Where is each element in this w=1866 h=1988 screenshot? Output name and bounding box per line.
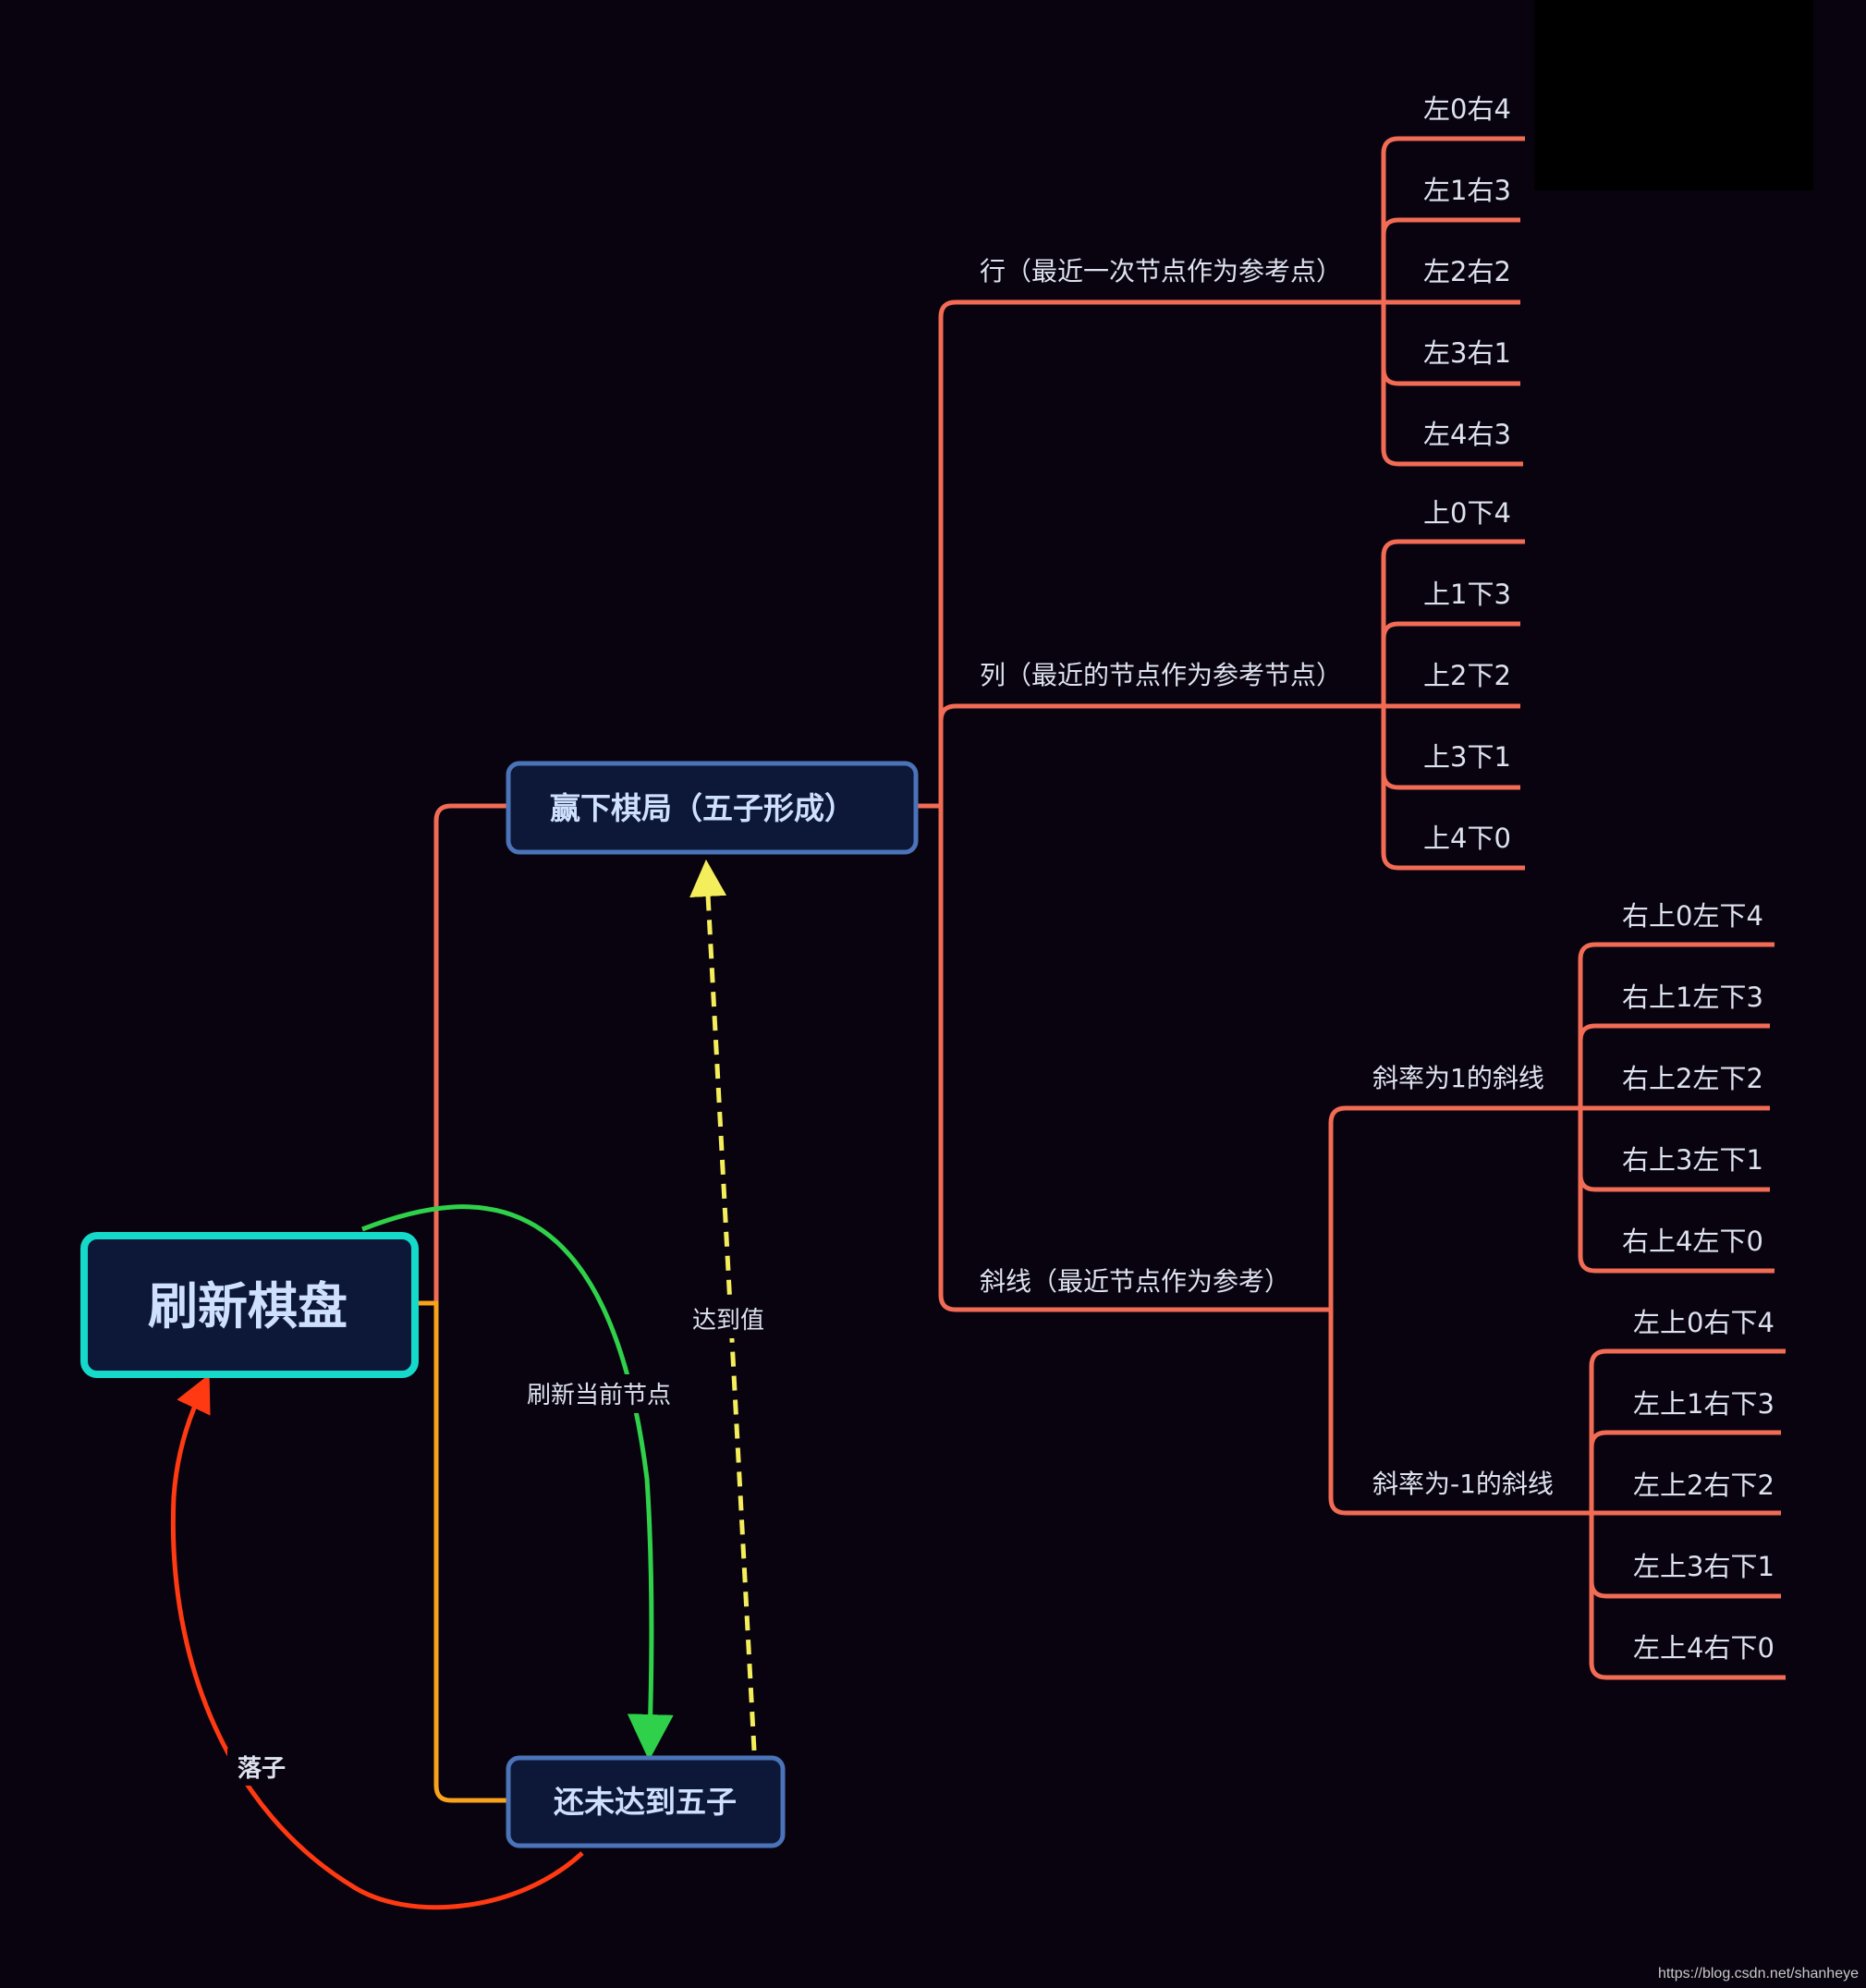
- branch-diag-label: 斜线（最近节点作为参考）: [980, 1266, 1290, 1297]
- connector-root-to-notyet: [413, 1300, 511, 1803]
- leaf-label: 左上4右下0: [1633, 1632, 1775, 1664]
- leaf-label: 左4右3: [1423, 419, 1511, 450]
- leaf-label: 上1下3: [1423, 579, 1511, 610]
- branch-col-label: 列（最近的节点作为参考节点）: [980, 660, 1342, 690]
- notyet-node[interactable]: 还未达到五子: [506, 1755, 786, 1848]
- connector-root-to-win: [413, 803, 511, 1306]
- arrow-labels: 刷新当前节点 达到值 落子: [227, 1299, 769, 1786]
- black-overlay-box: [1534, 0, 1813, 190]
- slope-pos-leaf-lines: [1578, 942, 1775, 1274]
- branch-slope-neg-label: 斜率为-1的斜线: [1372, 1469, 1554, 1499]
- connector-win-trunk: [938, 299, 1384, 1312]
- leaf-label: 左3右1: [1423, 337, 1511, 369]
- branch-slope-pos-label: 斜率为1的斜线: [1372, 1063, 1544, 1093]
- leaf-label: 右上1左下3: [1622, 982, 1763, 1013]
- win-node-label: 赢下棋局（五子形成）: [550, 790, 855, 826]
- leaf-label: 上4下0: [1423, 823, 1511, 854]
- leaf-label: 左1右3: [1423, 175, 1511, 206]
- connector-win-col: [938, 703, 1384, 722]
- leaf-label: 右上0左下4: [1622, 900, 1763, 932]
- diag-connectors: [1328, 1105, 1592, 1516]
- slope-pos-leaves: 右上0左下4 右上1左下3 右上2左下2 右上3左下1 右上4左下0: [1622, 900, 1763, 1257]
- notyet-node-label: 还未达到五子: [554, 1784, 737, 1820]
- leaf-label: 左上3右下1: [1633, 1551, 1775, 1582]
- slope-neg-leaf-lines: [1589, 1348, 1786, 1680]
- leaf-label: 左0右4: [1423, 93, 1511, 125]
- col-leaf-lines: [1381, 539, 1525, 871]
- slope-neg-leaves: 左上0右下4 左上1右下3 左上2右下2 左上3右下1 左上4右下0: [1633, 1307, 1775, 1664]
- leaf-label: 左上0右下4: [1633, 1307, 1775, 1338]
- root-node[interactable]: 刷新棋盘: [80, 1232, 419, 1378]
- col-leaves: 上0下4 上1下3 上2下2 上3下1 上4下0: [1423, 497, 1511, 854]
- leaf-label: 右上3左下1: [1622, 1144, 1763, 1176]
- win-connectors: [917, 299, 1384, 1312]
- leaf-label: 右上2左下2: [1622, 1063, 1763, 1094]
- branch-labels: 行（最近一次节点作为参考点） 列（最近的节点作为参考节点） 斜线（最近节点作为参…: [980, 256, 1554, 1499]
- row-leaf-lines: [1381, 136, 1525, 467]
- leaf-label: 上0下4: [1423, 497, 1511, 529]
- leaf-label: 右上4左下0: [1622, 1226, 1763, 1257]
- arrow-refresh-label: 刷新当前节点: [527, 1382, 671, 1409]
- root-connectors: [413, 803, 511, 1803]
- leaf-label: 上3下1: [1423, 741, 1511, 773]
- arrow-reach-label: 达到值: [692, 1307, 764, 1335]
- win-node[interactable]: 赢下棋局（五子形成）: [506, 761, 919, 855]
- leaf-label: 左上1右下3: [1633, 1388, 1775, 1420]
- arrow-place-label: 落子: [238, 1755, 286, 1783]
- leaf-label: 左上2右下2: [1633, 1470, 1775, 1501]
- branch-row-label: 行（最近一次节点作为参考点）: [980, 256, 1342, 287]
- leaf-label: 上2下2: [1423, 660, 1511, 691]
- leaf-label: 左2右2: [1423, 256, 1511, 287]
- watermark: https://blog.csdn.net/shanheye: [1657, 1966, 1859, 1982]
- row-leaves: 左0右4 左1右3 左2右2 左3右1 左4右3: [1423, 93, 1511, 450]
- root-node-label: 刷新棋盘: [148, 1277, 348, 1335]
